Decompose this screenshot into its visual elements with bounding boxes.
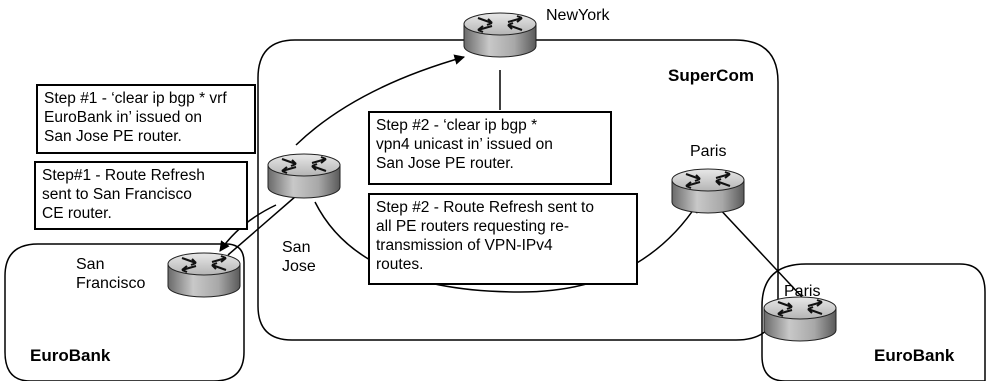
paris-ce-label: Paris <box>784 283 821 300</box>
step1-refresh-line3: CE router. <box>42 205 112 222</box>
step1-clear-line1: Step #1 - ‘clear ip bgp * vrf <box>44 90 227 107</box>
step1-clear-line3: San Jose PE router. <box>44 128 182 145</box>
router-sanfrancisco-icon <box>167 252 241 298</box>
eurobank-left-cloud <box>4 243 245 381</box>
newyork-label: NewYork <box>546 7 610 24</box>
supercom-cloud <box>257 39 779 341</box>
step1-refresh-line2: sent to San Francisco <box>42 186 192 203</box>
eurobank-right-label: EuroBank <box>874 346 955 365</box>
arrow-sanjose-to-newyork <box>295 54 466 146</box>
step1-clear-line2: EuroBank in’ issued on <box>44 109 202 126</box>
link-sanjose-sanfrancisco <box>227 195 297 256</box>
supercom-label: SuperCom <box>668 66 754 85</box>
paris-pe-label: Paris <box>690 143 727 160</box>
eurobank-left-label: EuroBank <box>30 346 111 365</box>
step2-refresh-line3: transmission of VPN-IPv4 <box>376 237 553 254</box>
step1-refresh-line1: Step#1 - Route Refresh <box>42 167 205 184</box>
router-sanjose-icon <box>267 153 341 199</box>
step2-refresh-line2: all PE routers requesting re- <box>376 218 569 235</box>
eurobank-right-cloud <box>761 263 986 381</box>
step1-clear-note: Step #1 - ‘clear ip bgp * vrf EuroBank i… <box>36 84 256 154</box>
arrow-sanjose-to-paris <box>314 201 699 293</box>
step2-clear-note: Step #2 - ‘clear ip bgp * vpn4 unicast i… <box>368 111 612 185</box>
router-paris-pe-icon <box>671 168 745 214</box>
router-paris-ce-icon <box>763 296 837 342</box>
san-francisco-label-line2: Francisco <box>76 275 146 292</box>
step1-refresh-note: Step#1 - Route Refresh sent to San Franc… <box>34 161 248 230</box>
step2-clear-line3: San Jose PE router. <box>376 155 514 172</box>
san-francisco-label-line1: San <box>76 256 105 273</box>
step2-refresh-line1: Step #2 - Route Refresh sent to <box>376 199 594 216</box>
san-jose-label-line1: San <box>282 239 311 256</box>
step2-clear-line2: vpn4 unicast in’ issued on <box>376 136 553 153</box>
san-jose-label-line2: Jose <box>282 258 316 275</box>
san-francisco-label: San Francisco <box>76 255 145 293</box>
san-jose-label: San Jose <box>282 238 316 276</box>
step2-refresh-line4: routes. <box>376 256 424 273</box>
router-newyork-icon <box>463 12 537 58</box>
step2-clear-line1: Step #2 - ‘clear ip bgp * <box>376 117 538 134</box>
link-paris-ce <box>715 204 803 298</box>
step2-refresh-note: Step #2 - Route Refresh sent to all PE r… <box>368 193 638 285</box>
